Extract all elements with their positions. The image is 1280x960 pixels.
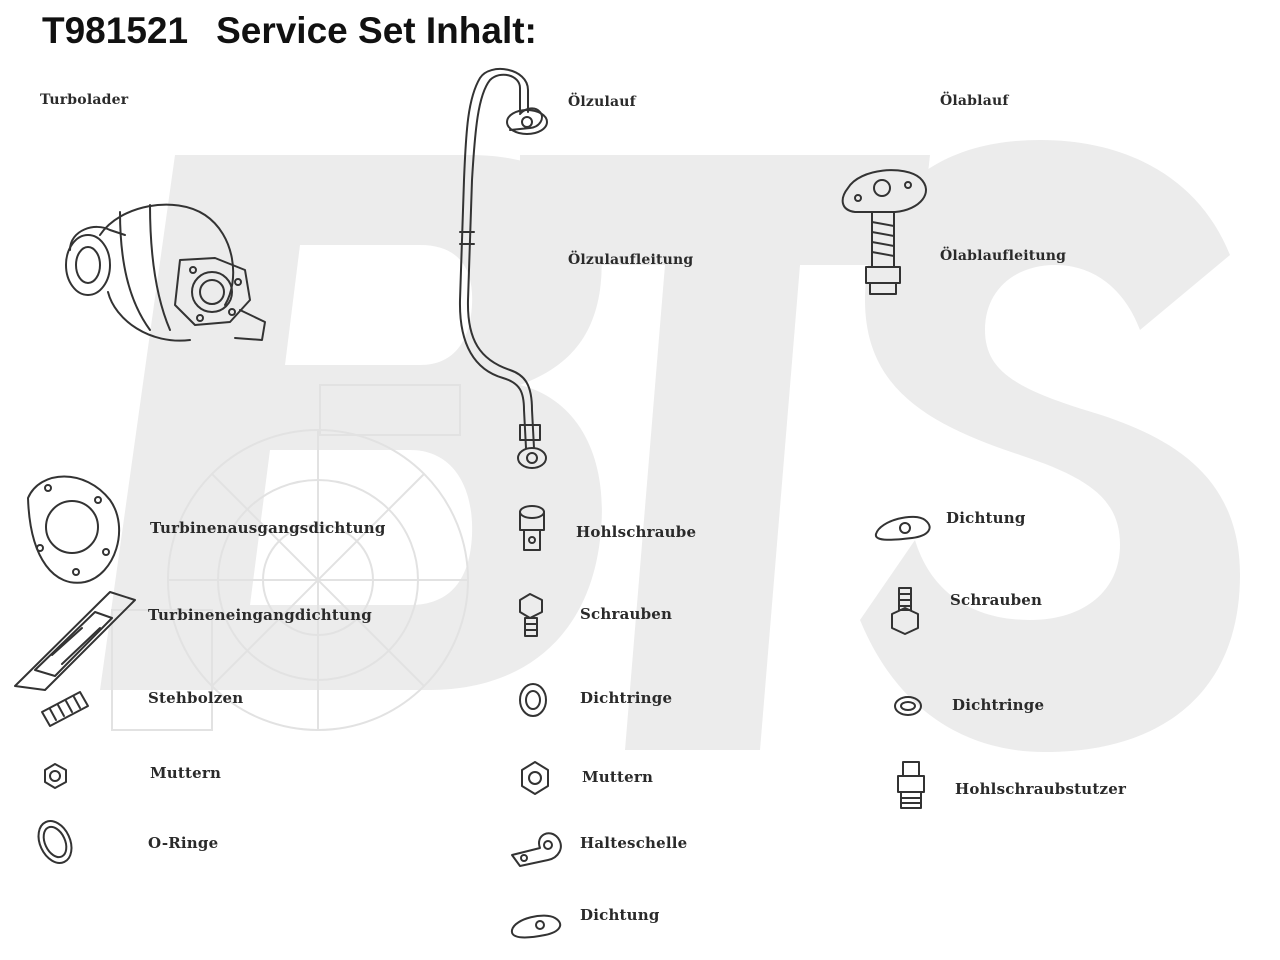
nut-icon-left <box>44 763 67 789</box>
label-dichtringe-right: Dichtringe <box>952 696 1045 714</box>
label-dichtringe-middle: Dichtringe <box>580 689 673 707</box>
label-o-ringe: O-Ringe <box>148 834 219 852</box>
hollow-screw-icon <box>519 505 545 551</box>
label-oelablaufleitung: Ölablaufleitung <box>940 248 1067 264</box>
seal-ring-icon-middle <box>519 683 547 717</box>
page-title: T981521 Service Set Inhalt: <box>42 10 537 52</box>
label-turbolader: Turbolader <box>40 92 129 108</box>
label-dichtung-middle: Dichtung <box>580 906 660 924</box>
bolt-icon-middle <box>519 593 543 637</box>
clamp-icon <box>511 832 562 867</box>
label-schrauben-middle: Schrauben <box>580 605 673 623</box>
o-ring-icon <box>37 820 73 864</box>
label-oelablauf: Ölablauf <box>940 93 1009 109</box>
label-stehbolzen: Stehbolzen <box>148 689 244 707</box>
label-oelzulaufleitung: Ölzulaufleitung <box>568 252 694 268</box>
seal-ring-icon-right <box>894 696 922 716</box>
gasket-icon-right <box>875 515 931 541</box>
label-muttern-middle: Muttern <box>582 768 654 786</box>
label-turbinenausgangsdichtung: Turbinenausgangsdichtung <box>150 519 386 537</box>
turbine-outlet-gasket-icon <box>27 475 120 584</box>
turbine-inlet-gasket-icon <box>14 591 136 691</box>
bolt-icon-right <box>891 587 919 635</box>
nut-icon-middle <box>521 761 549 795</box>
turbocharger-icon <box>65 203 266 342</box>
part-number: T981521 <box>42 10 189 51</box>
label-schrauben-right: Schrauben <box>950 591 1043 609</box>
title-text: Service Set Inhalt: <box>216 10 537 51</box>
label-turbineneingangsdichtung: Turbineneingangdichtung <box>148 606 372 624</box>
hollow-screw-fitting-icon <box>897 761 925 809</box>
label-hohlschraubstutzer: Hohlschraubstutzer <box>955 780 1127 798</box>
label-halteschelle: Halteschelle <box>580 834 688 852</box>
oil-feed-pipe-icon <box>458 68 548 469</box>
label-hohlschraube: Hohlschraube <box>576 523 697 541</box>
oil-drain-flange-icon <box>841 169 927 295</box>
label-oelzulauf: Ölzulauf <box>568 94 636 110</box>
gasket-icon-middle <box>510 914 562 939</box>
stud-bolt-icon <box>41 691 89 727</box>
label-muttern-left: Muttern <box>150 764 222 782</box>
label-dichtung-right: Dichtung <box>946 509 1026 527</box>
